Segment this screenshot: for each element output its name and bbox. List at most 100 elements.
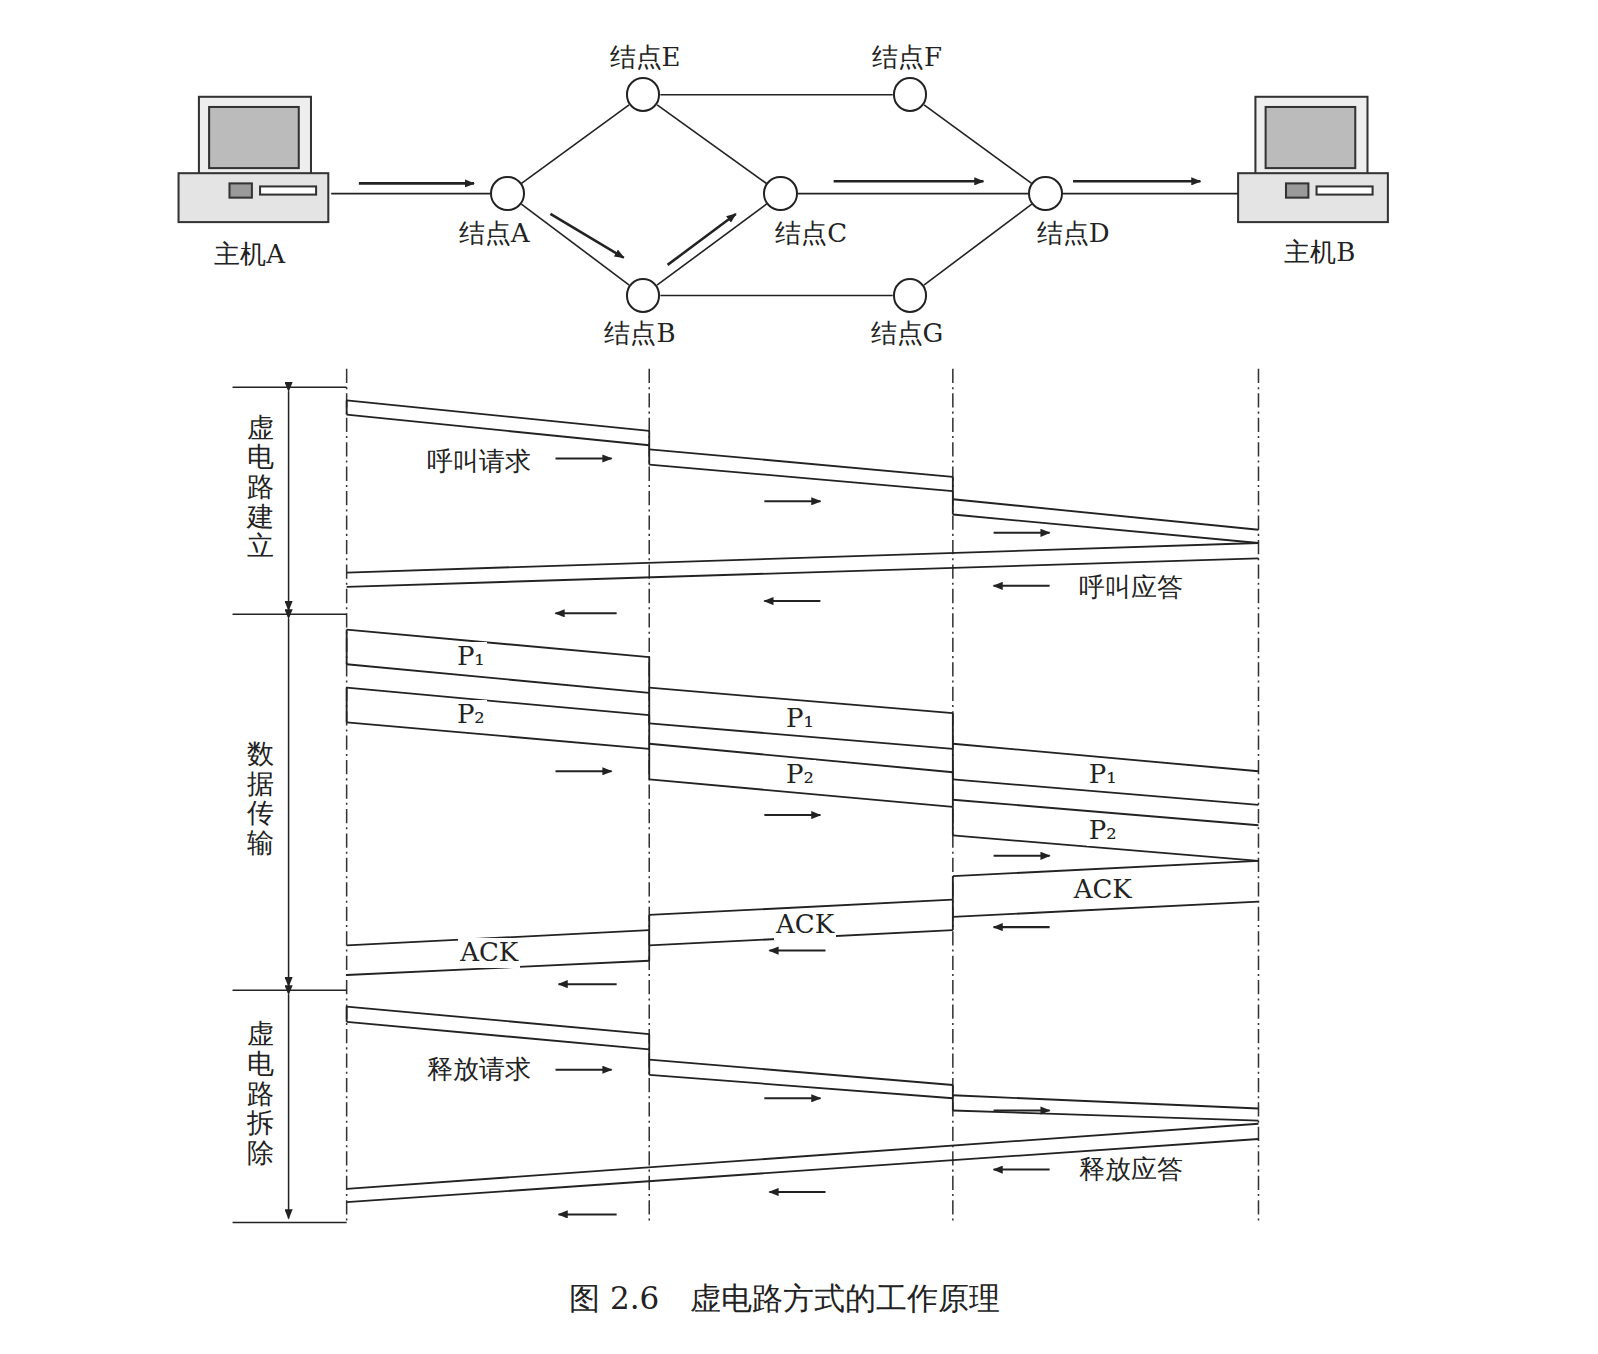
switch-node: 结点B (626, 278, 661, 313)
message-label: 呼叫请求 (425, 447, 533, 477)
band-line (648, 715, 650, 779)
band-line (347, 630, 650, 658)
node-label: 主机A (214, 240, 285, 270)
direction-arrow (994, 532, 1050, 534)
band-line (347, 1124, 1259, 1189)
message-label: ACK (1072, 875, 1134, 905)
direction-arrow (994, 1109, 1050, 1111)
link-line (522, 105, 630, 183)
direction-arrow (559, 1213, 617, 1215)
direction-arrow (764, 600, 820, 602)
node-label: 结点D (1037, 219, 1110, 249)
message-label: P₂ (1087, 816, 1119, 846)
band-line (347, 415, 650, 446)
message-band (347, 400, 1259, 1202)
direction-arrow (556, 612, 617, 614)
band-line (952, 876, 954, 930)
node-label: 结点F (872, 43, 942, 73)
node-label: 结点G (871, 319, 944, 349)
figure-caption: 图 2.6 虚电路方式的工作原理 (569, 1278, 1000, 1320)
link-line (657, 105, 766, 184)
direction-arrow (994, 585, 1050, 587)
band-line (952, 713, 954, 779)
band-line (649, 449, 953, 477)
link-line (521, 204, 629, 285)
direction-arrow (769, 950, 825, 952)
band-line (346, 400, 348, 414)
link-line (660, 295, 892, 297)
direction-arrow (556, 1069, 612, 1071)
direction-arrow (994, 1169, 1050, 1171)
node-label: 结点A (459, 219, 530, 249)
band-line (346, 688, 348, 723)
message-label: ACK (774, 910, 836, 940)
switch-node: 结点A (490, 176, 525, 211)
direction-arrow (764, 814, 820, 816)
link-line (798, 193, 1028, 195)
band-line (952, 772, 954, 835)
message-label: P₁ (1087, 760, 1119, 790)
host-computer: 主机B (1238, 97, 1391, 291)
direction-arrow (559, 983, 617, 985)
host-icon (179, 97, 329, 222)
band-line (347, 664, 650, 693)
node-label: 结点B (604, 319, 675, 349)
band-line (649, 1075, 953, 1098)
switch-node: 结点G (893, 278, 928, 313)
message-label: 释放请求 (425, 1055, 533, 1085)
band-line (953, 1111, 1259, 1121)
switch-node: 结点E (626, 77, 661, 112)
phase-label: 虚电路建立 (247, 413, 274, 561)
node-label: 主机B (1284, 238, 1355, 268)
time-axis (347, 369, 1259, 1225)
direction-arrow (556, 458, 1050, 1214)
host-computer: 主机A (178, 97, 331, 291)
link-line (924, 105, 1032, 183)
message-label: ACK (458, 938, 520, 968)
message-label: P₂ (784, 760, 816, 790)
message-label: P₂ (455, 700, 487, 730)
phase-label: 数据传输 (247, 739, 274, 858)
band-line (953, 514, 1259, 543)
message-label: P₁ (784, 704, 816, 734)
message-label: P₁ (455, 642, 487, 672)
band-line (952, 477, 954, 515)
band-line (649, 1060, 953, 1085)
band-line (648, 431, 650, 465)
band-line (346, 630, 348, 665)
link-line (660, 94, 892, 96)
direction-arrow (764, 500, 820, 502)
direction-arrow (556, 457, 612, 459)
direction-arrow (556, 770, 612, 772)
band-line (953, 1095, 1259, 1108)
direction-arrow (994, 855, 1050, 857)
band-line (648, 657, 650, 723)
phase-bracket (233, 387, 347, 1222)
switch-node: 结点C (763, 176, 798, 211)
message-label: 呼叫应答 (1077, 573, 1185, 603)
direction-arrow (764, 1097, 820, 1099)
link-line (331, 193, 490, 195)
node-label: 结点C (775, 219, 847, 249)
band-line (953, 499, 1259, 530)
band-line (952, 1085, 954, 1110)
band-line (347, 543, 1259, 573)
band-line (347, 1139, 1259, 1202)
message-label: 释放应答 (1077, 1155, 1185, 1185)
band-line (347, 1022, 650, 1050)
band-line (346, 1007, 348, 1022)
link-line (657, 204, 767, 285)
switch-node: 结点F (893, 77, 928, 112)
band-line (347, 1007, 650, 1035)
band-line (648, 1034, 650, 1075)
direction-arrow (994, 926, 1050, 928)
band-line (648, 915, 650, 961)
link-line (1063, 193, 1238, 195)
phase-label: 虚电路拆除 (247, 1019, 274, 1167)
switch-node: 结点D (1028, 176, 1063, 211)
direction-arrow (769, 1191, 825, 1193)
host-icon (1238, 97, 1388, 222)
band-line (649, 465, 953, 491)
